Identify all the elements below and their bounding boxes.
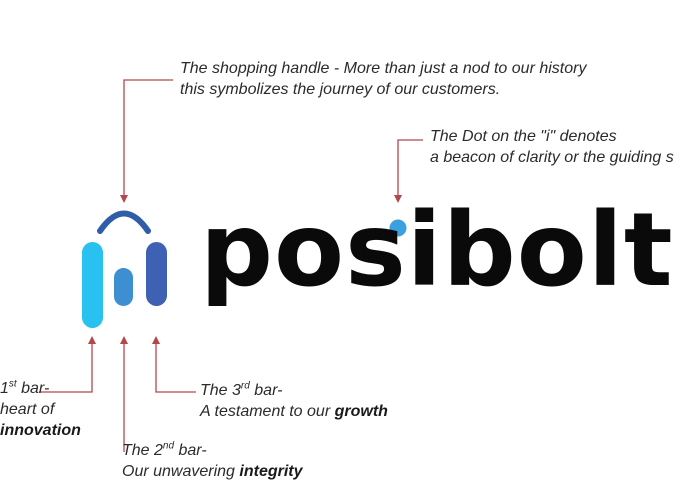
logo-bar-3: [146, 242, 167, 306]
annotation-shopping-handle: The shopping handle - More than just a n…: [180, 58, 586, 100]
annotation-bar1-heading: 1st bar-: [0, 378, 81, 399]
arrowhead-dot: [394, 195, 402, 203]
arrowhead-handle: [120, 195, 128, 203]
annotation-handle-line-2: this symbolizes the journey of our custo…: [180, 81, 501, 98]
bar2-line2-text: Our unwavering: [122, 463, 240, 480]
annotation-bar3-heading: The 3rd bar-: [200, 380, 388, 401]
annotation-bar2-line-2: Our unwavering integrity: [122, 461, 303, 482]
bar1-ordinal: st: [8, 378, 17, 390]
annotation-bar2-heading: The 2nd bar-: [122, 440, 303, 461]
bar3-heading-rest: bar-: [249, 382, 283, 399]
bar2-heading-rest: bar-: [174, 442, 207, 459]
bar1-heading-rest: bar-: [16, 380, 50, 397]
arrowhead-bar-3: [152, 336, 160, 344]
logo-i-dot: [389, 219, 407, 237]
annotation-third-bar: The 3rd bar- A testament to our growth: [200, 380, 388, 422]
annotation-dot-line-1: The Dot on the "i" denotes: [430, 128, 617, 145]
bar2-heading-pre: The 2: [122, 442, 163, 459]
annotation-bar1-line-2: heart of: [0, 401, 55, 418]
annotation-bar1-emphasis: innovation: [0, 422, 81, 439]
bar3-heading-pre: The 3: [200, 382, 241, 399]
bar3-line2-text: A testament to our: [200, 403, 335, 420]
arrowhead-bar-1: [88, 336, 96, 344]
annotation-bar2-emphasis: integrity: [239, 463, 303, 480]
leader-line-bar-3: [155, 343, 196, 393]
annotation-second-bar: The 2nd bar- Our unwavering integrity: [122, 440, 303, 482]
bar3-ordinal: rd: [240, 380, 250, 392]
annotation-bar3-emphasis: growth: [334, 403, 388, 420]
logo-bar-1: [82, 242, 103, 328]
leader-line-handle: [123, 79, 173, 198]
leader-line-dot: [397, 139, 423, 198]
annotation-bar3-line-2: A testament to our growth: [200, 401, 388, 422]
annotation-first-bar: 1st bar- heart of innovation: [0, 378, 81, 441]
brand-wordmark: posibolt: [200, 191, 674, 310]
logo-shopping-handle: [97, 210, 151, 234]
annotation-handle-line-1: The shopping handle - More than just a n…: [180, 60, 587, 77]
arrowhead-bar-2: [120, 336, 128, 344]
bar2-ordinal: nd: [162, 440, 175, 452]
leader-line-bar-1: [39, 343, 93, 393]
annotation-i-dot: The Dot on the "i" denotes a beacon of c…: [430, 126, 674, 168]
bar1-number: 1: [0, 380, 9, 397]
annotation-dot-line-2: a beacon of clarity or the guiding s: [430, 149, 674, 166]
logo-bar-2: [114, 268, 133, 306]
